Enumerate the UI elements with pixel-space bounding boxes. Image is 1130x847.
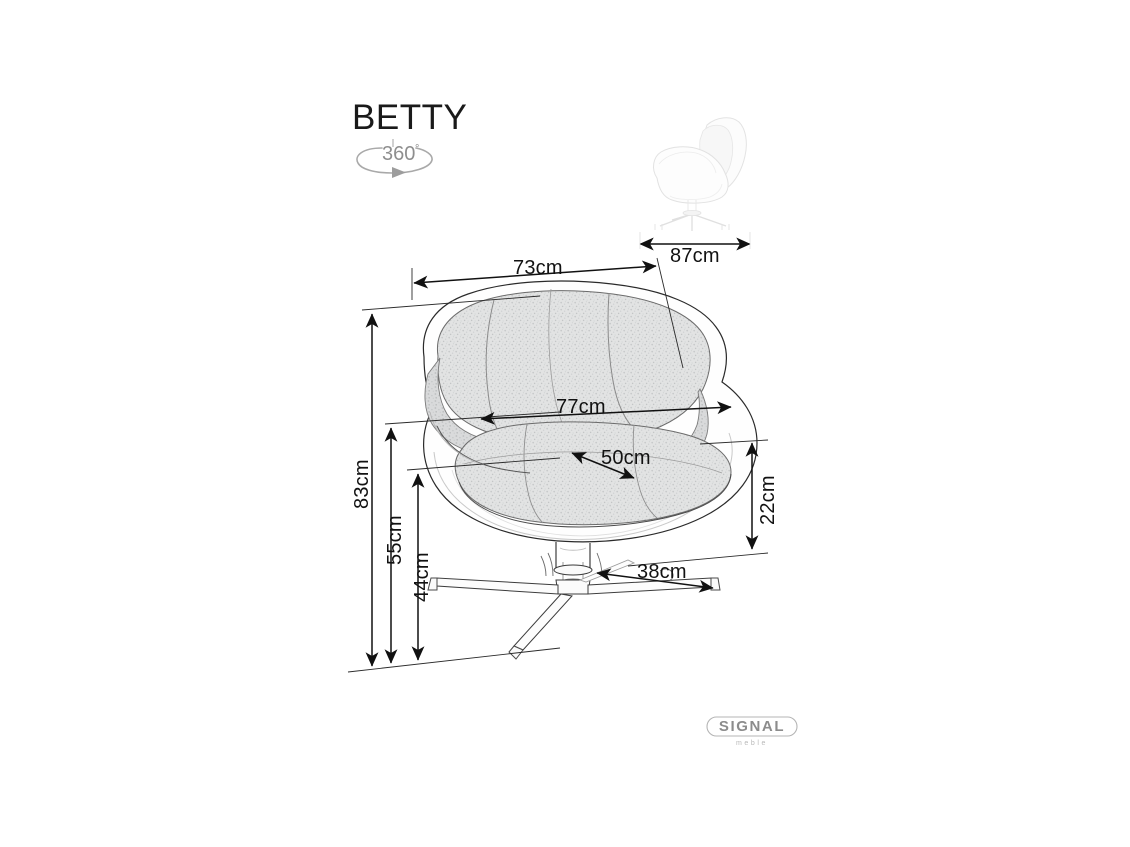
chair-main-drawing	[422, 280, 758, 660]
brand-logo: SIGNAL meble	[706, 716, 798, 750]
dimension-label-73cm: 73cm	[513, 257, 563, 279]
chair-side-view-thumbnail	[653, 117, 747, 231]
dimension-label-50cm: 50cm	[601, 447, 651, 469]
page-title: BETTY	[352, 98, 468, 137]
dimension-label-83cm: 83cm	[351, 459, 373, 509]
degree-symbol: °	[415, 143, 419, 155]
logo-wordmark: SIGNAL	[719, 718, 785, 735]
dimension-label-22cm: 22cm	[757, 475, 779, 525]
dimension-label-87cm: 87cm	[670, 245, 720, 267]
dimension-38cm	[596, 568, 714, 593]
logo-tagline: meble	[736, 740, 768, 747]
dimension-77cm	[480, 401, 732, 425]
logo-outline	[706, 716, 798, 737]
dimension-label-38cm: 38cm	[637, 561, 687, 583]
dimension-87cm	[639, 232, 751, 251]
dimension-73cm	[413, 260, 657, 289]
rotation-360-badge: 360 °	[352, 136, 444, 178]
dimension-label-55cm: 55cm	[384, 515, 406, 565]
dimension-label-77cm: 77cm	[556, 396, 606, 418]
rotation-value: 360	[382, 143, 415, 165]
dimension-label-44cm: 44cm	[411, 552, 433, 602]
dimension-50cm	[571, 452, 635, 479]
rotation-arrow-icon: 360 °	[356, 139, 433, 178]
